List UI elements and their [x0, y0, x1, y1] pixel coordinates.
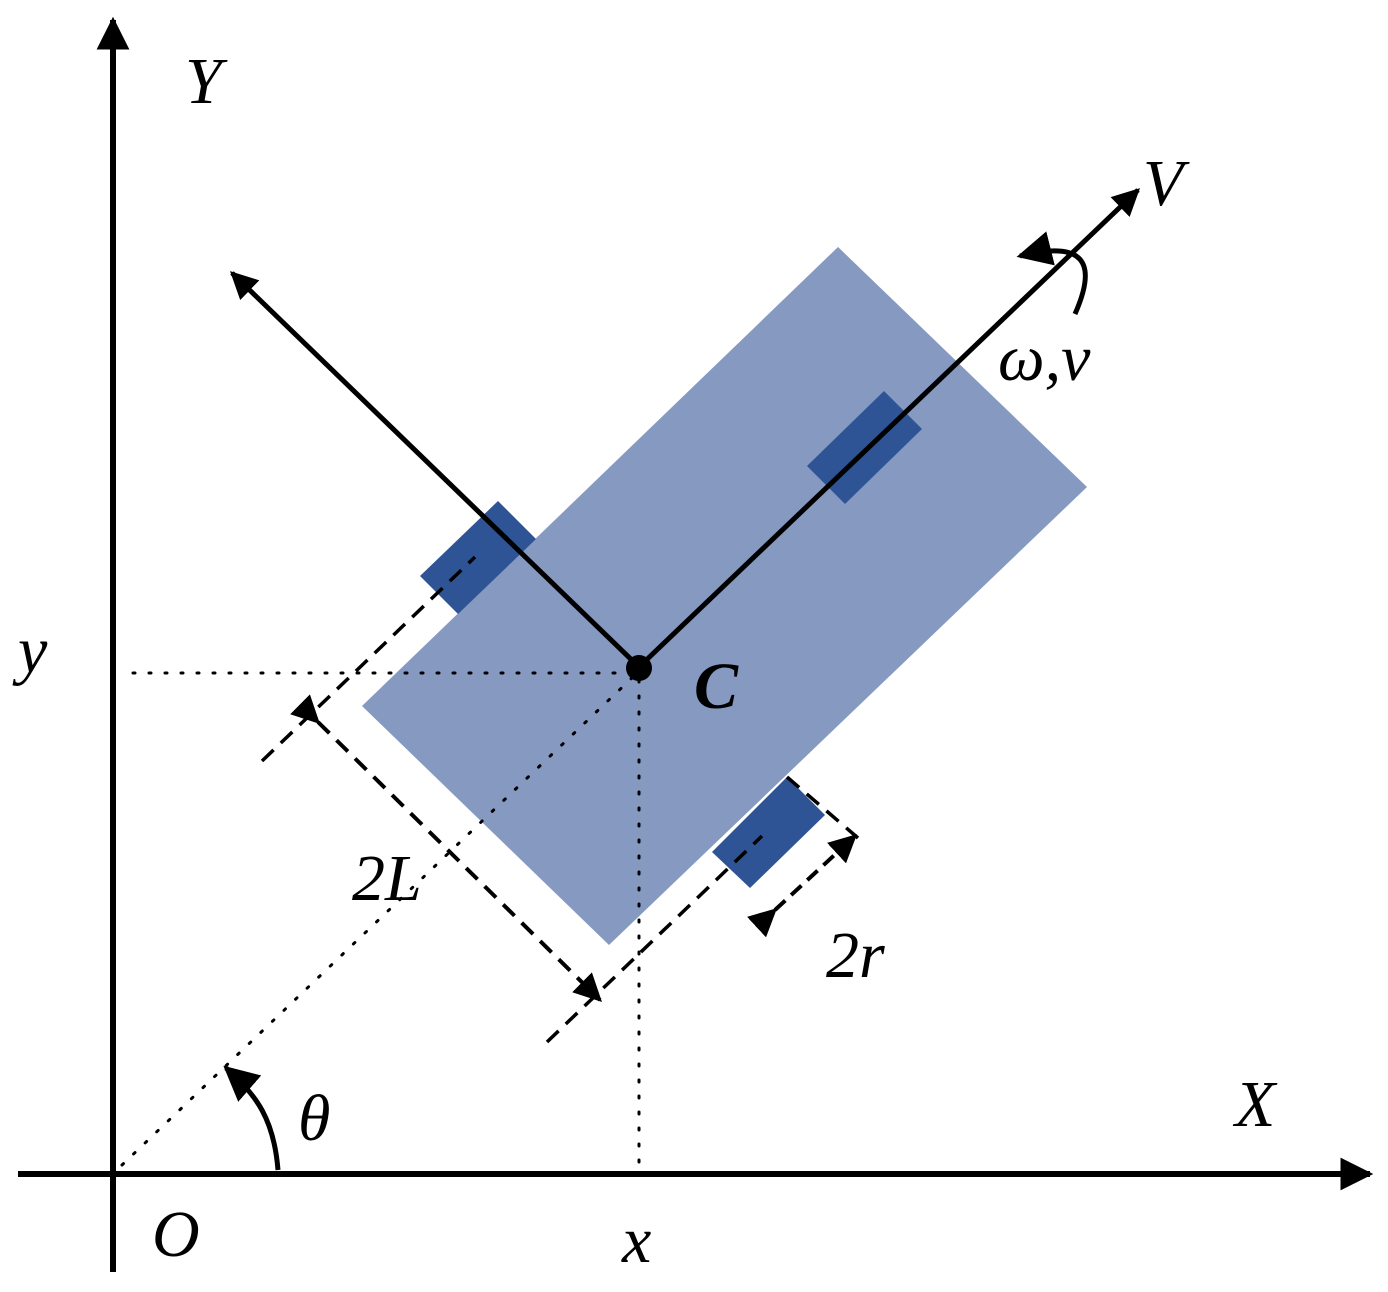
x-axis-label: X	[1232, 1068, 1278, 1141]
origin-label: O	[152, 1198, 200, 1271]
omega-v-label: ω,ν	[998, 322, 1091, 395]
theta-label: θ	[298, 1082, 330, 1155]
theta-arc-icon	[223, 1065, 281, 1171]
forward-axis-arrow	[637, 188, 1140, 669]
center-label: C	[694, 650, 739, 723]
wheel-guide-line	[785, 775, 860, 840]
rear-wheel	[712, 777, 825, 888]
curved-arrow-icon	[1016, 231, 1088, 316]
dimension-guides	[260, 555, 860, 1044]
forward-axis-label: V	[1143, 147, 1190, 220]
x-coordinate-label: x	[621, 1204, 651, 1277]
half-track-label: 2L	[352, 842, 422, 915]
half-track-dimension-arrow	[290, 694, 602, 1002]
right-guide-line	[545, 834, 764, 1044]
y-axis-label: Y	[185, 45, 228, 118]
wheel-diameter-label: 2r	[826, 919, 885, 992]
y-coordinate-label: y	[12, 614, 48, 687]
left-guide-line	[260, 555, 477, 763]
center-point	[626, 655, 652, 681]
left-wheel	[420, 501, 536, 614]
wheel-diameter-dimension-arrow	[746, 834, 858, 938]
lateral-axis-arrow	[230, 271, 641, 669]
